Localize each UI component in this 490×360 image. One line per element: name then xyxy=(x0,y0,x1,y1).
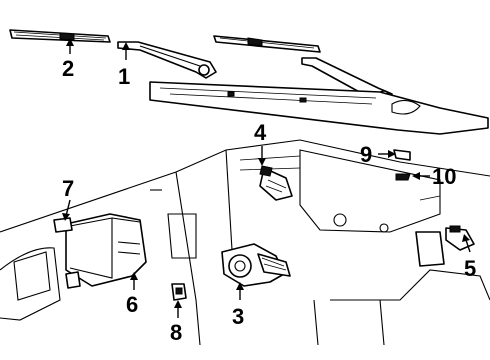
callout-1: 1 xyxy=(118,64,130,89)
wiper-blade-left xyxy=(9,29,111,43)
callout-7: 7 xyxy=(62,176,74,201)
cowl-panel xyxy=(149,81,489,135)
callout-9: 9 xyxy=(360,142,372,167)
callout-6: 6 xyxy=(126,292,138,317)
leader-lines xyxy=(62,38,471,318)
callout-8: 8 xyxy=(170,320,182,345)
wiper-motor xyxy=(221,243,291,287)
firewall-outline xyxy=(0,139,490,346)
wiper-arm-left xyxy=(117,41,217,79)
callout-3: 3 xyxy=(232,304,244,329)
washer-pump xyxy=(259,165,293,201)
wiper-blade-right xyxy=(213,35,321,53)
callout-4: 4 xyxy=(254,120,267,145)
callout-2: 2 xyxy=(62,56,74,81)
washer-reservoir xyxy=(53,213,147,289)
callout-10: 10 xyxy=(432,164,456,189)
callout-5: 5 xyxy=(464,256,476,281)
connector-clip xyxy=(171,283,187,301)
washer-nozzle xyxy=(393,149,411,181)
